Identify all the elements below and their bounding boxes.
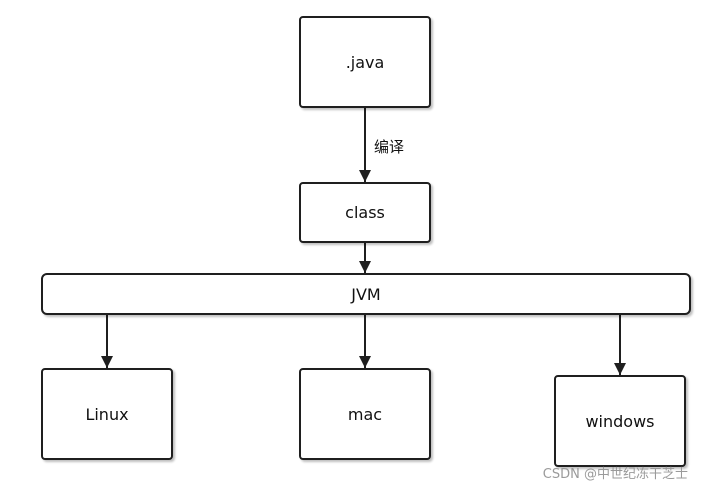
arrowhead-jvm-to-linux: [101, 356, 113, 368]
compile-edge-label: 编译: [374, 138, 405, 156]
arrowhead-jvm-to-windows: [614, 363, 626, 375]
linux-node: Linux: [41, 368, 173, 460]
windows-node: windows: [554, 375, 686, 467]
class-file-node: class: [299, 182, 431, 243]
csdn-watermark: CSDN @中世纪冻干芝士: [542, 467, 688, 482]
java-source-node: .java: [299, 16, 431, 108]
arrowhead-class-to-jvm: [359, 261, 371, 273]
mac-node: mac: [299, 368, 431, 460]
arrowhead-java-to-class: [359, 170, 371, 182]
arrowhead-jvm-to-mac: [359, 356, 371, 368]
jvm-node: JVM: [41, 273, 691, 315]
